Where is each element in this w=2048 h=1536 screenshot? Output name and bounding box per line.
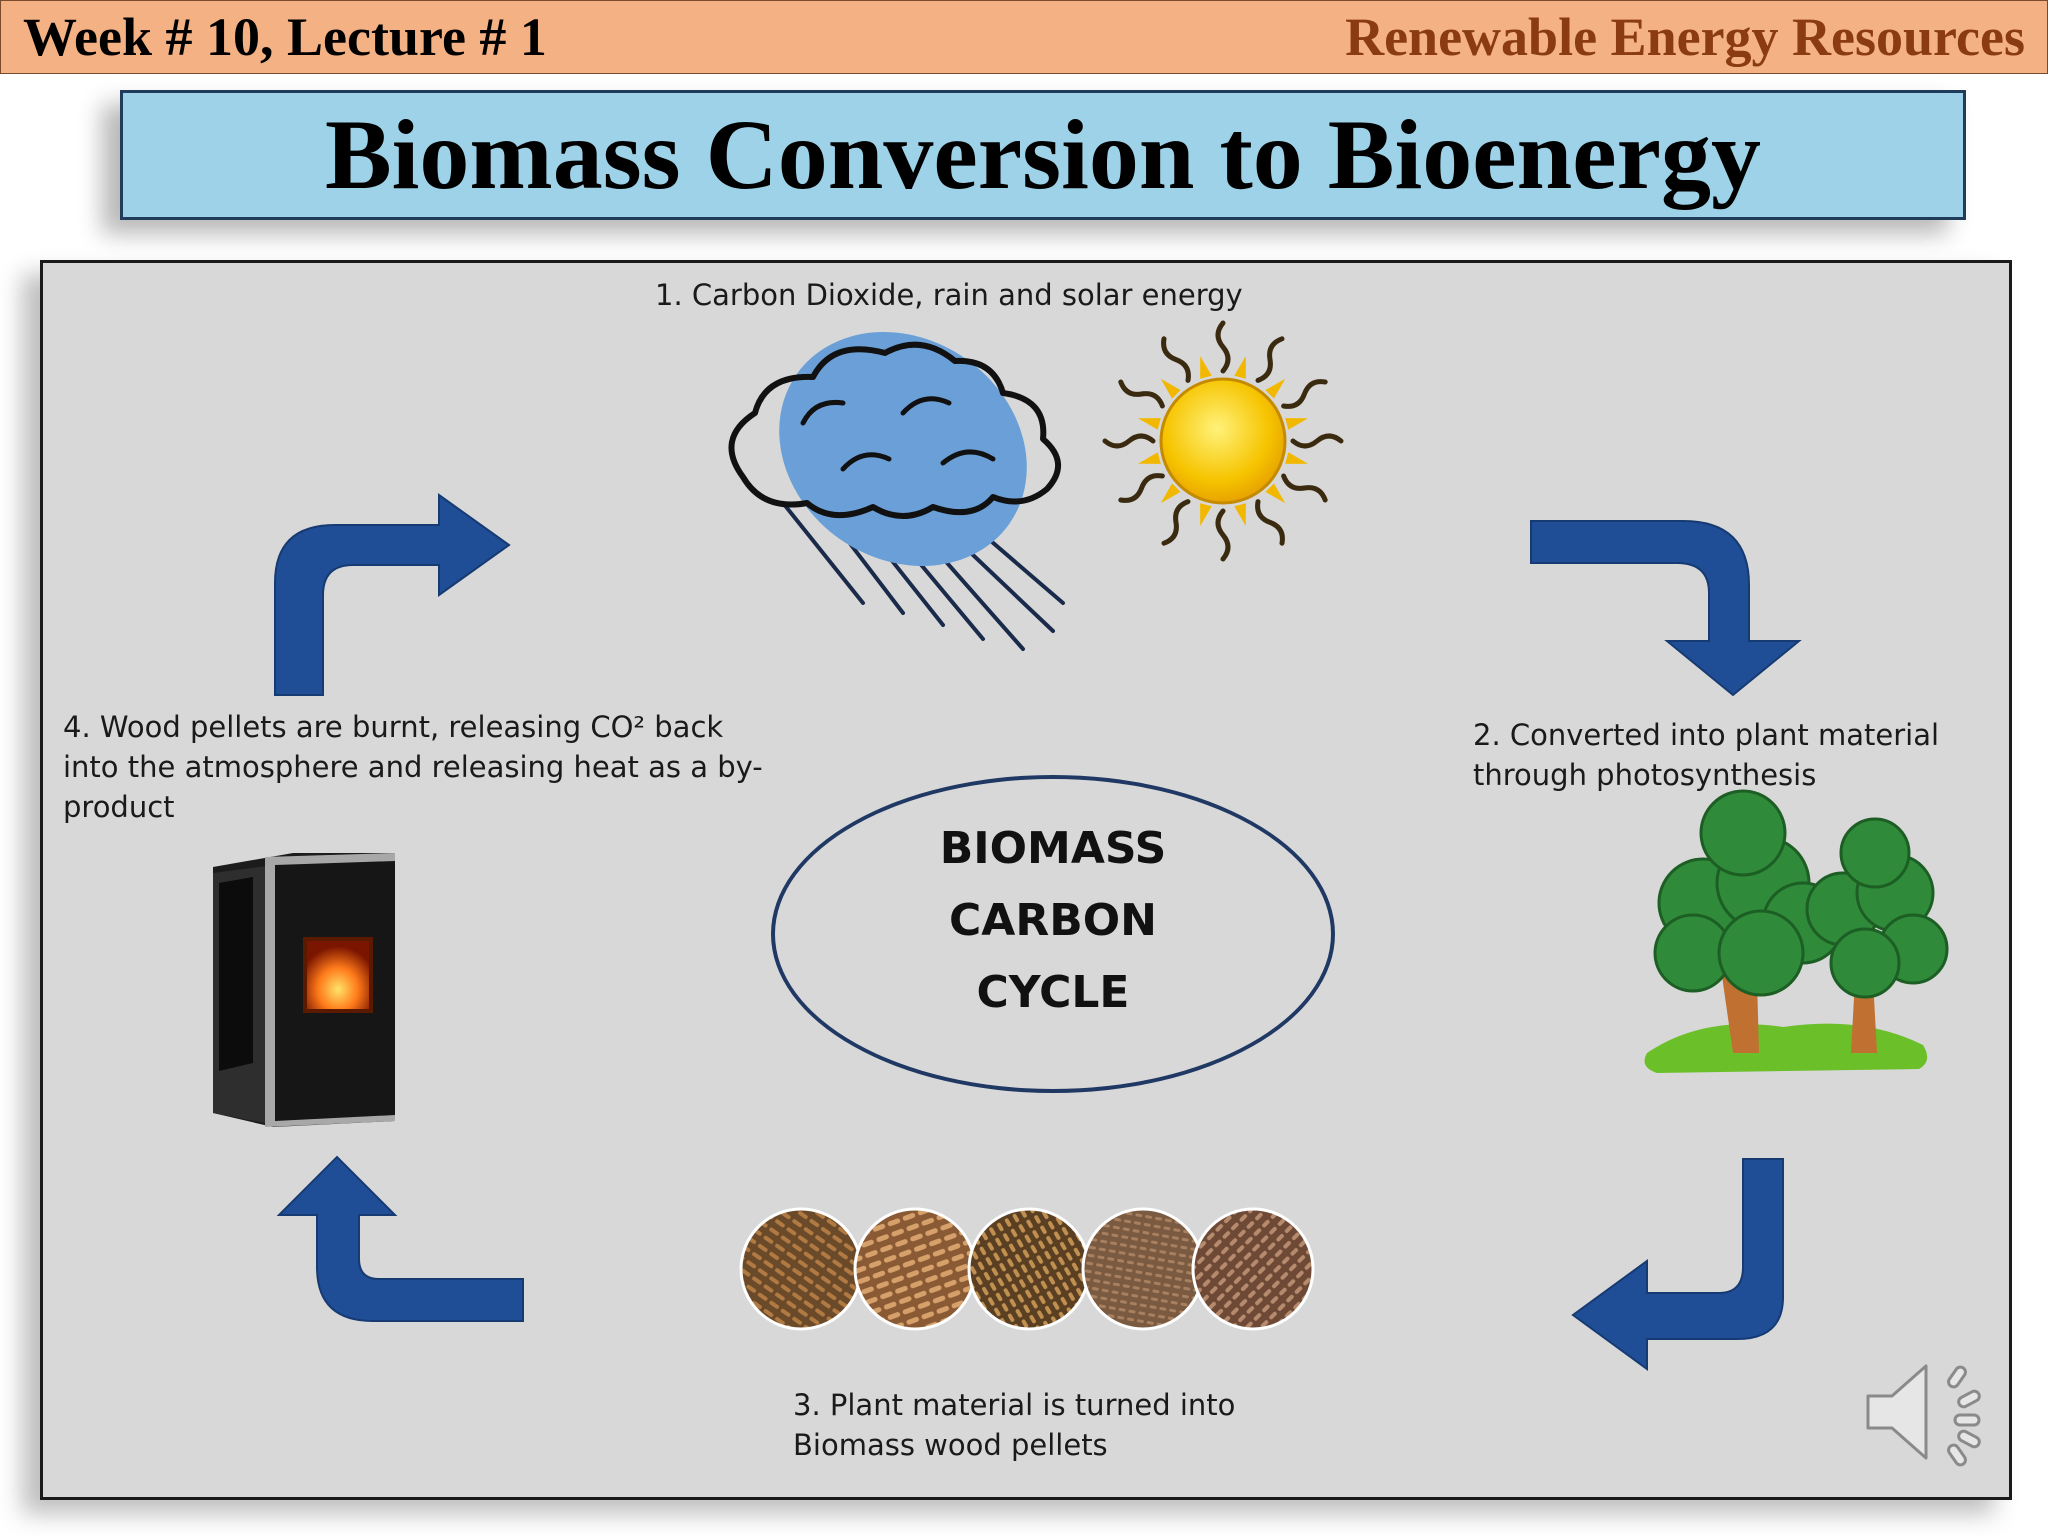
slide-title: Biomass Conversion to Bioenergy [324,99,1762,210]
sun-icon [1102,320,1344,562]
diagram-graphics [213,320,1949,1371]
cycle-arrow-3-to-4 [276,1155,524,1322]
pellet-stove-icon [213,853,395,1127]
carbon-cycle-diagram: 1. Carbon Dioxide, rain and solar energy… [40,260,2012,1500]
trees-icon [1644,789,1949,1073]
lecture-label: Week # 10, Lecture # 1 [23,7,547,67]
wood-pellets-icon [739,1207,1315,1331]
cycle-arrow-1-to-2 [1530,520,1802,697]
cycle-arrow-4-to-1 [274,493,511,696]
step-4-caption: 4. Wood pellets are burnt, releasing CO²… [63,710,763,824]
step-1-caption: 1. Carbon Dioxide, rain and solar energy [655,278,1243,312]
speaker-icon[interactable] [1862,1352,1992,1472]
center-label-line-3: CYCLE [976,967,1130,1018]
cycle-arrow-2-to-3 [1571,1158,1784,1371]
center-label-line-1: BIOMASS [939,823,1167,874]
slide-header: Week # 10, Lecture # 1 Renewable Energy … [0,0,2048,74]
title-banner: Biomass Conversion to Bioenergy [120,90,1966,220]
step-3-caption: 3. Plant material is turned into Biomass… [793,1388,1236,1462]
rain-cloud-icon [728,332,1065,651]
center-label-line-2: CARBON [949,895,1157,946]
cycle-center-circle: BIOMASS CARBON CYCLE [771,775,1335,1093]
course-title: Renewable Energy Resources [1345,7,2025,67]
step-2-caption: 2. Converted into plant material through… [1473,718,1940,792]
